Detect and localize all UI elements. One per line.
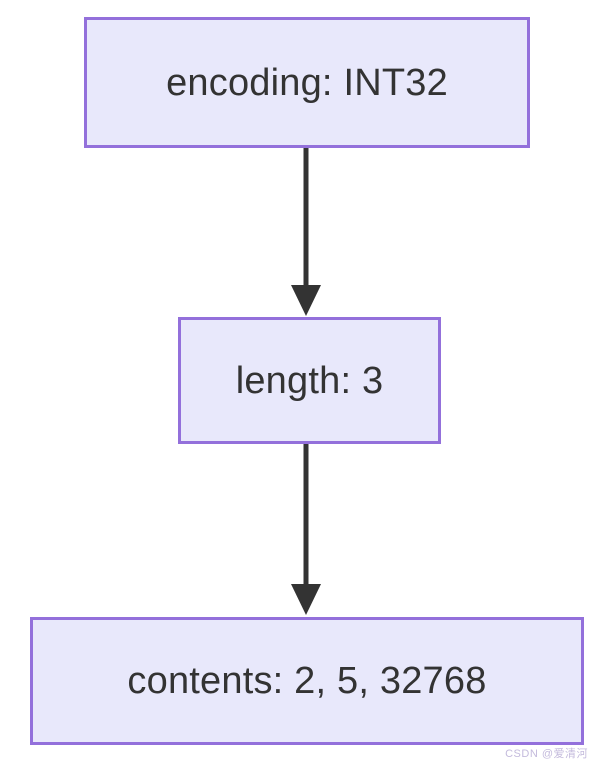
watermark: CSDN @爱清河 [505, 748, 588, 760]
node-length-label: length: 3 [235, 359, 384, 402]
node-contents: contents: 2, 5, 32768 [30, 617, 584, 745]
down-arrow-icon [291, 584, 321, 615]
node-contents-label: contents: 2, 5, 32768 [127, 660, 487, 702]
node-length: length: 3 [178, 317, 441, 444]
node-encoding-label: encoding: INT32 [166, 61, 448, 104]
edge-length-to-contents [291, 444, 321, 615]
edge-encoding-to-length [291, 148, 321, 316]
down-arrow-icon [291, 285, 321, 316]
node-encoding: encoding: INT32 [84, 17, 530, 148]
